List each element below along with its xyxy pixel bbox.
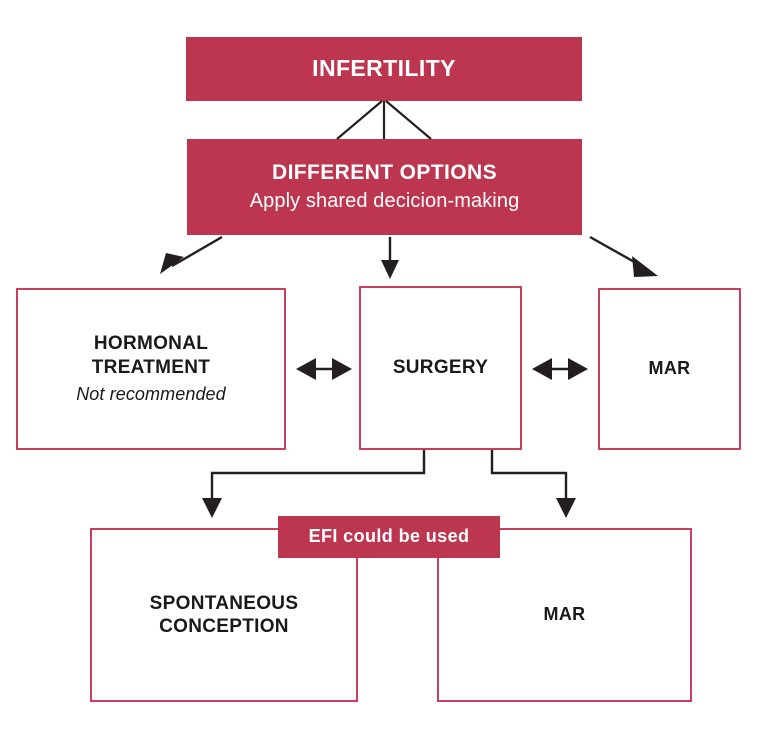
node-hormonal-treatment[interactable]: HORMONAL TREATMENT Not recommended [16,288,286,450]
node-mar-bottom-label: MAR [543,604,586,625]
connector-surgery-to-mar-bottom [490,450,576,518]
node-hormonal-treatment-line1: HORMONAL [93,333,209,355]
connector-options-to-surgery [381,237,399,279]
node-different-options-subtitle: Apply shared decicion-making [249,189,520,212]
node-infertility-label: INFERTILITY [312,55,456,82]
connector-infertility-to-options [336,100,432,140]
node-spontaneous-conception-line2: CONCEPTION [159,616,289,637]
node-mar-middle[interactable]: MAR [598,288,741,450]
node-spontaneous-conception-line1: SPONTANEOUS [149,592,299,614]
node-efi-badge-label: EFI could be used [308,526,470,547]
node-mar-middle-label: MAR [648,358,691,379]
node-different-options-label: DIFFERENT OPTIONS [272,160,497,184]
connector-hormonal-surgery-double [296,358,352,380]
node-hormonal-treatment-line2: TREATMENT [91,356,211,378]
connector-options-to-hormonal [160,235,223,274]
node-infertility[interactable]: INFERTILITY [186,37,582,101]
connector-options-to-mar-middle [589,235,658,277]
connector-surgery-mar-double [532,358,588,380]
node-hormonal-treatment-note: Not recommended [76,383,226,404]
node-different-options[interactable]: DIFFERENT OPTIONS Apply shared decicion-… [187,139,582,235]
node-surgery[interactable]: SURGERY [359,286,522,450]
node-surgery-label: SURGERY [392,357,489,379]
node-efi-badge[interactable]: EFI could be used [278,516,500,558]
connector-surgery-to-spontaneous [202,450,426,518]
